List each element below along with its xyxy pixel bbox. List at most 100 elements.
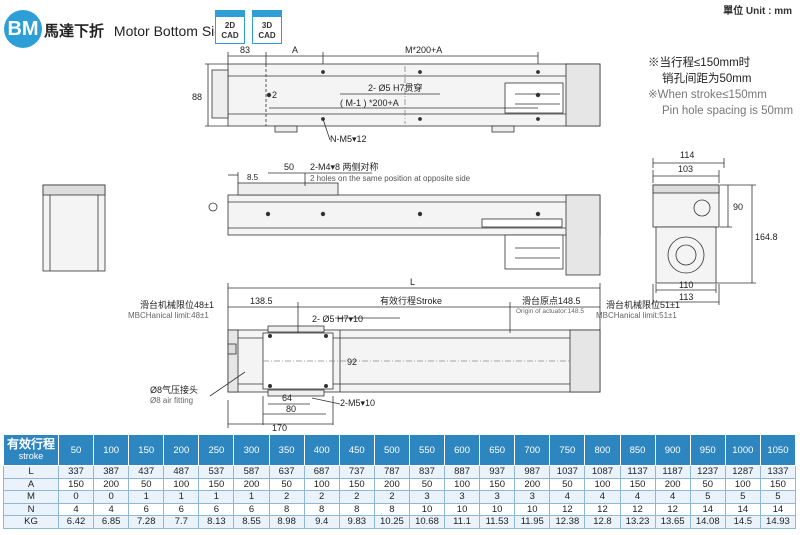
stroke-header-cell: 100 <box>93 434 130 466</box>
dim-110: 110 <box>679 280 693 290</box>
table-cell: 14 <box>724 502 761 516</box>
m4-holes-en: 2 holes on the same position at opposite… <box>310 174 471 183</box>
dim-80: 80 <box>286 404 296 414</box>
stroke-header-cell: 350 <box>268 434 305 466</box>
table-cell: 10 <box>444 502 481 516</box>
dim-64: 64 <box>282 393 292 403</box>
cad-2d-button[interactable]: 2D CAD <box>215 10 245 44</box>
table-cell: 14.5 <box>724 515 761 529</box>
fitting-cn: Ø8气压接头 <box>150 384 198 395</box>
table-cell: 150 <box>198 477 235 491</box>
table-cell: 4 <box>57 502 95 516</box>
table-cell: 6 <box>163 502 200 516</box>
table-cell: 11.53 <box>479 515 516 529</box>
table-cell: 7.7 <box>163 515 200 529</box>
stroke-header-cell: 200 <box>163 434 200 466</box>
table-cell: 5 <box>724 490 761 504</box>
stroke-header-cell: 600 <box>444 434 481 466</box>
row-label: N <box>3 502 59 516</box>
dim-113: 113 <box>679 292 693 302</box>
table-cell: 6.42 <box>57 515 95 529</box>
table-cell: 2 <box>303 490 340 504</box>
limit-left-cn: 滑台机械限位48±1 <box>140 299 214 310</box>
table-cell: 6 <box>128 502 165 516</box>
table-cell: 50 <box>128 477 165 491</box>
table-cell: 8.13 <box>198 515 235 529</box>
table-cell: 10 <box>479 502 516 516</box>
dim-m1: ( M-1 ) *200+A <box>340 98 399 108</box>
table-cell: 12 <box>619 502 656 516</box>
stroke-header-cell: 900 <box>654 434 691 466</box>
table-cell: 50 <box>549 477 586 491</box>
table-cell: 1 <box>128 490 165 504</box>
table-cell: 100 <box>303 477 340 491</box>
table-cell: 9.83 <box>338 515 375 529</box>
table-cell: 150 <box>57 477 95 491</box>
table-cell: 437 <box>128 465 165 479</box>
table-cell: 13.65 <box>654 515 691 529</box>
stroke-header-cell: 500 <box>373 434 410 466</box>
table-cell: 14 <box>759 502 797 516</box>
table-cell: 8.55 <box>233 515 270 529</box>
table-cell: 837 <box>408 465 446 479</box>
table-cell: 150 <box>759 477 797 491</box>
dim-92: 92 <box>347 357 357 367</box>
stroke-header: 有效行程 stroke <box>3 434 59 466</box>
table-cell: 2 <box>268 490 305 504</box>
dim-138-5: 138.5 <box>250 296 273 306</box>
title-cn: 馬達下折 <box>44 23 105 40</box>
table-cell: 3 <box>479 490 516 504</box>
dim-8-5: 8.5 <box>247 173 259 182</box>
cad-3d-button[interactable]: 3D CAD <box>252 10 282 44</box>
origin-en: Origin of actuator:148.5 <box>516 308 584 315</box>
dim-170: 170 <box>272 423 287 432</box>
table-cell: 50 <box>408 477 446 491</box>
unit-label: 單位 Unit : mm <box>723 6 792 17</box>
table-cell: 787 <box>373 465 410 479</box>
note-cn-1: ※当行程≤150mm时 <box>648 57 751 69</box>
limit-left-en: MBCHanical limit:48±1 <box>128 311 209 320</box>
table-cell: 4 <box>619 490 656 504</box>
row-label: A <box>3 477 59 491</box>
nm5-holes: N-M5▾12 <box>330 134 367 144</box>
stroke-header-cell: 650 <box>479 434 516 466</box>
stroke-header-cn: 有效行程 <box>6 437 55 451</box>
stroke-header-cell: 550 <box>408 434 446 466</box>
table-cell: 337 <box>57 465 95 479</box>
table-cell: 537 <box>198 465 235 479</box>
table-cell: 6 <box>198 502 235 516</box>
table-cell: 937 <box>479 465 516 479</box>
left-end-view <box>42 184 106 272</box>
table-cell: 4 <box>584 490 621 504</box>
table-cell: 12.8 <box>584 515 621 529</box>
table-cell: 2 <box>338 490 375 504</box>
dim-83: 83 <box>240 45 250 55</box>
table-cell: 8 <box>338 502 375 516</box>
table-cell: 12 <box>549 502 586 516</box>
row-label: M <box>3 490 59 504</box>
table-cell: 100 <box>163 477 200 491</box>
table-cell: 14.08 <box>689 515 726 529</box>
cad-3d-label-2: CAD <box>258 31 276 40</box>
table-cell: 8.98 <box>268 515 305 529</box>
table-cell: 13.23 <box>619 515 656 529</box>
table-cell: 8 <box>268 502 305 516</box>
limit-right-cn: 滑台机械限位51±1 <box>606 299 680 310</box>
pin-5h7: 2- Ø5 H7▾10 <box>312 314 363 324</box>
table-cell: 11.1 <box>444 515 481 529</box>
stroke-header-cell: 300 <box>233 434 270 466</box>
stroke-header-cell: 800 <box>584 434 621 466</box>
table-cell: 14 <box>689 502 726 516</box>
table-cell: 150 <box>338 477 375 491</box>
table-cell: 1 <box>163 490 200 504</box>
stroke-header-cell: 850 <box>619 434 656 466</box>
table-cell: 1 <box>198 490 235 504</box>
bottom-view <box>209 283 601 428</box>
limit-right-en: MBCHanical limit:51±1 <box>596 311 677 320</box>
table-cell: 1237 <box>689 465 726 479</box>
table-cell: 3 <box>444 490 481 504</box>
table-cell: 3 <box>408 490 446 504</box>
